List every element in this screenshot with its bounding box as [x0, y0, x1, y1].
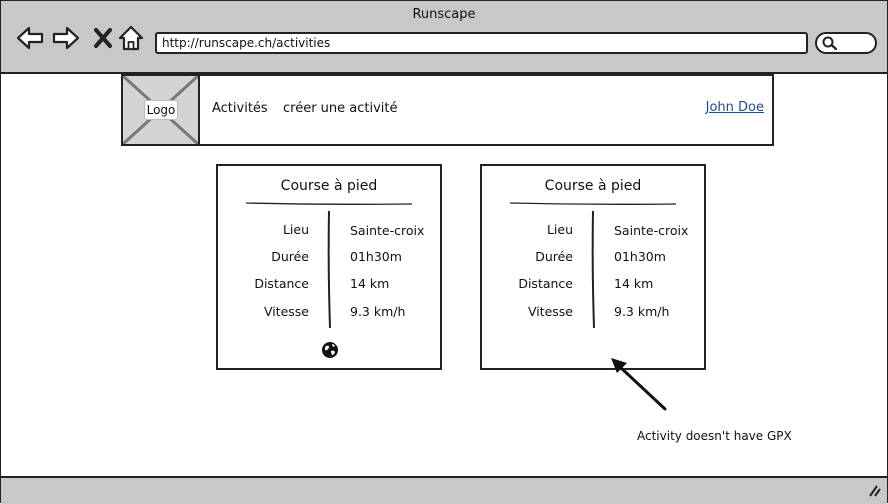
row-label-duree: Durée	[535, 249, 573, 264]
logo-label: Logo	[144, 100, 178, 120]
status-bar	[1, 476, 887, 504]
nav-activities[interactable]: Activités	[212, 101, 268, 116]
row-label-distance: Distance	[518, 276, 573, 291]
url-input[interactable]: http://runscape.ch/activities	[155, 32, 808, 54]
row-value-duree: 01h30m	[350, 249, 402, 264]
row-label-distance: Distance	[254, 276, 309, 291]
window-title: Runscape	[412, 7, 476, 22]
row-label-vitesse: Vitesse	[263, 304, 309, 319]
row-label-lieu: Lieu	[546, 222, 573, 237]
row-value-duree: 01h30m	[614, 249, 666, 264]
resize-grip-icon[interactable]	[867, 483, 881, 497]
card-dividers	[509, 202, 677, 329]
row-label-vitesse: Vitesse	[527, 304, 573, 319]
card-title: Course à pied	[544, 178, 642, 194]
globe-icon[interactable]	[321, 341, 339, 359]
row-value-distance: 14 km	[350, 276, 390, 291]
logo-placeholder: Logo	[123, 76, 200, 144]
search-input[interactable]	[815, 32, 877, 54]
row-value-lieu: Sainte-croix	[614, 223, 689, 238]
card-title: Course à pied	[280, 178, 378, 194]
row-label-duree: Durée	[271, 249, 309, 264]
back-icon[interactable]	[15, 23, 45, 53]
activity-card[interactable]: Course à pied Lieu Sainte-croix Durée 01…	[480, 164, 706, 370]
close-icon[interactable]	[89, 23, 119, 53]
nav-create-activity[interactable]: créer une activité	[283, 101, 398, 116]
forward-icon[interactable]	[51, 23, 81, 53]
row-value-vitesse: 9.3 km/h	[614, 304, 670, 319]
row-value-lieu: Sainte-croix	[350, 223, 425, 238]
row-value-distance: 14 km	[614, 276, 654, 291]
search-icon	[822, 36, 838, 50]
row-label-lieu: Lieu	[282, 222, 309, 237]
image-placeholder-icon	[123, 76, 198, 144]
row-value-vitesse: 9.3 km/h	[350, 304, 406, 319]
activity-card[interactable]: Course à pied Lieu Sainte-croix Durée 01…	[216, 164, 442, 370]
browser-chrome: Runscape http://runscape.ch/activities	[1, 1, 887, 74]
annotation-arrow	[611, 358, 667, 411]
user-link[interactable]: John Doe	[705, 100, 764, 115]
annotation-note: Activity doesn't have GPX	[637, 429, 792, 443]
site-header: Logo Activités créer une activité John D…	[121, 74, 774, 146]
home-icon[interactable]	[117, 23, 147, 53]
card-dividers	[245, 202, 413, 329]
